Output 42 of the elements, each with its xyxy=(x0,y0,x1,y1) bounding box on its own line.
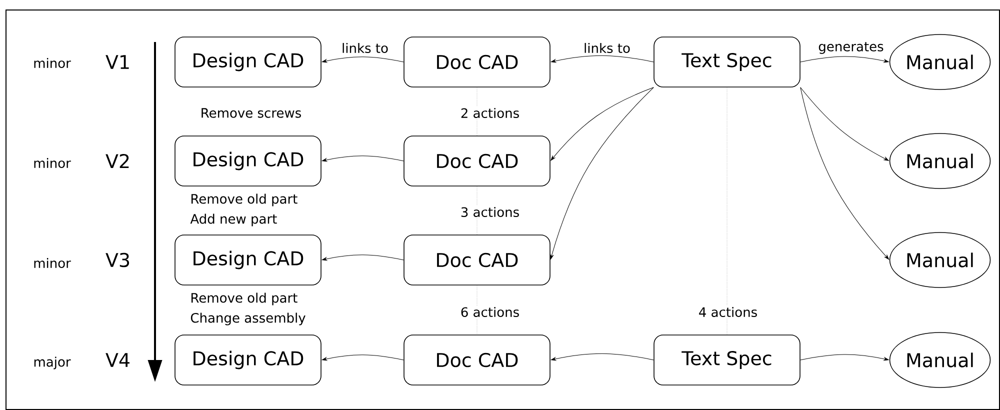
note-text: minor xyxy=(34,158,71,168)
version-label: V2 xyxy=(106,154,129,168)
process-box: Design CAD xyxy=(174,136,322,186)
note-text: Change assembly xyxy=(190,312,306,326)
arrow xyxy=(322,354,404,361)
arrow xyxy=(322,156,404,162)
arrow xyxy=(550,87,654,161)
version-label: V4 xyxy=(106,353,130,367)
edge-label: 6 actions xyxy=(458,305,522,319)
arrow xyxy=(800,87,890,260)
note-text: major xyxy=(34,356,71,370)
arrow xyxy=(800,87,889,161)
edge-label: generates xyxy=(816,40,886,56)
note-text: minor xyxy=(34,258,71,268)
edge-label: 2 actions xyxy=(458,106,522,120)
arrow xyxy=(800,56,889,63)
edge-label: links to xyxy=(582,41,632,55)
process-box: Design CAD xyxy=(174,234,322,286)
process-box: Text Spec xyxy=(654,334,800,386)
arrow xyxy=(550,55,654,63)
arrow xyxy=(550,87,654,260)
edge-label: links to xyxy=(340,41,390,55)
process-box: Design CAD xyxy=(174,36,322,88)
note-text: Remove old part xyxy=(191,292,298,306)
process-box: Doc CAD xyxy=(404,334,550,386)
process-box: Doc CAD xyxy=(404,234,550,286)
edge-label: 4 actions xyxy=(696,305,760,319)
edge-label: 3 actions xyxy=(458,205,522,219)
process-box: Text Spec xyxy=(654,36,800,88)
version-label: V1 xyxy=(106,55,129,69)
arrow xyxy=(550,353,654,361)
note-text: minor xyxy=(34,58,71,68)
note-text: Remove screws xyxy=(202,108,301,118)
process-box: Doc CAD xyxy=(404,36,550,88)
process-box: Doc CAD xyxy=(404,136,550,186)
arrow xyxy=(322,254,404,261)
note-text: Remove old part xyxy=(191,194,298,206)
process-box: Design CAD xyxy=(174,334,322,386)
note-text: Add new part xyxy=(190,214,277,226)
arrow xyxy=(322,56,404,63)
arrow xyxy=(800,354,889,361)
version-label: V3 xyxy=(106,252,130,268)
